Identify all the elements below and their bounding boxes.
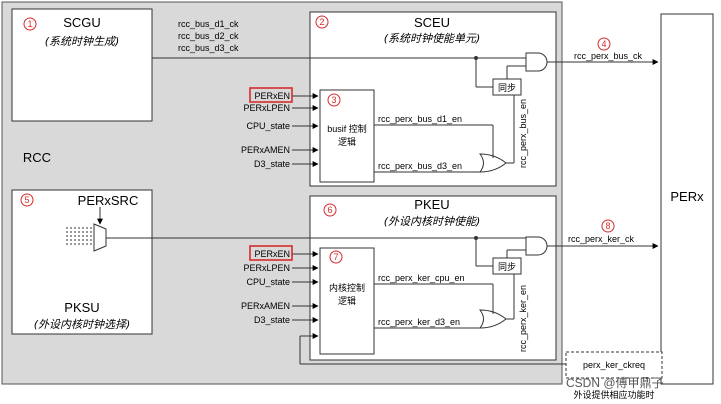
watermark: CSDN @傅甲鼎子 [566, 376, 664, 390]
mux-symbol [93, 223, 107, 252]
in-perxamen-bottom: PERxAMEN [241, 301, 290, 311]
kernel-logic-block [319, 247, 375, 355]
in-perxen-bottom: PERxEN [254, 249, 290, 259]
in-cpu-state-bottom: CPU_state [246, 277, 290, 287]
bus-en-label: rcc_perx_bus_en [518, 99, 528, 168]
perx-ker-ck-label: rcc_perx_ker_ck [568, 234, 635, 244]
num-4: 4 [601, 39, 606, 49]
perx-ker-ckreq-box [565, 351, 663, 379]
ker-d3-en-label: rcc_perx_ker_d3_en [378, 317, 460, 327]
sync-label-bottom: 同步 [498, 262, 516, 273]
perx-title: PERx [670, 189, 704, 204]
bus-d1-en-label: rcc_perx_bus_d1_en [378, 114, 462, 124]
bus-d1-label: rcc_bus_d1_ck [178, 19, 239, 29]
bus-d3-en-label: rcc_perx_bus_d3_en [378, 161, 462, 171]
num-7: 7 [333, 252, 338, 262]
scgu-title: SCGU [63, 15, 101, 30]
sync-label-top: 同步 [498, 83, 516, 94]
in-perxen-top: PERxEN [254, 91, 290, 101]
kernel-label-2: 逻辑 [338, 295, 356, 307]
num-3: 3 [331, 95, 336, 105]
in-perxlpen-bottom: PERxLPEN [243, 263, 290, 273]
bus-d3-label: rcc_bus_d3_ck [178, 43, 239, 53]
in-d3-state-top: D3_state [254, 159, 290, 169]
in-perxlpen-top: PERxLPEN [243, 103, 290, 113]
bus-d2-label: rcc_bus_d2_ck [178, 31, 239, 41]
pksu-block [11, 189, 153, 335]
kernel-label-1: 内核控制 [329, 282, 365, 294]
or-gate-top [478, 153, 507, 173]
sceu-subtitle: (系统时钟使能单元) [384, 32, 481, 45]
pkeu-title: PKEU [414, 197, 449, 212]
ker-cpu-en-label: rcc_perx_ker_cpu_en [378, 273, 465, 283]
perx-block [660, 13, 714, 385]
num-2: 2 [319, 17, 324, 27]
in-d3-state-bottom: D3_state [254, 315, 290, 325]
and-gate-bottom [525, 236, 548, 256]
in-perxamen-top: PERxAMEN [241, 145, 290, 155]
perxen-highlight-bottom [249, 245, 293, 261]
in-cpu-state-top: CPU_state [246, 121, 290, 131]
pksu-subtitle: (外设内核时钟选择) [34, 318, 131, 331]
and-gate-top [525, 52, 548, 72]
num-5: 5 [24, 195, 29, 205]
or-gate-bottom [478, 309, 507, 329]
scgu-subtitle: (系统时钟生成) [45, 35, 120, 48]
perxen-highlight-top [249, 87, 293, 103]
num-1: 1 [27, 19, 32, 29]
busif-label-2: 逻辑 [338, 136, 356, 148]
pkeu-subtitle: (外设内核时钟使能) [384, 215, 481, 228]
pksu-title: PKSU [64, 300, 99, 315]
sceu-title: SCEU [414, 15, 450, 30]
ker-en-label: rcc_perx_ker_en [518, 285, 528, 352]
busif-logic-block [319, 89, 375, 183]
ckreq-note: 外设提供相应功能时 [573, 389, 654, 401]
num-6: 6 [327, 205, 332, 215]
perxsrc-label: PERxSRC [78, 193, 139, 208]
busif-label-1: busif 控制 [327, 123, 367, 134]
ckreq-label: perx_ker_ckreq [583, 360, 645, 370]
rcc-label: RCC [23, 150, 51, 165]
num-8: 8 [605, 221, 610, 231]
perx-bus-ck-label: rcc_perx_bus_ck [574, 51, 643, 61]
